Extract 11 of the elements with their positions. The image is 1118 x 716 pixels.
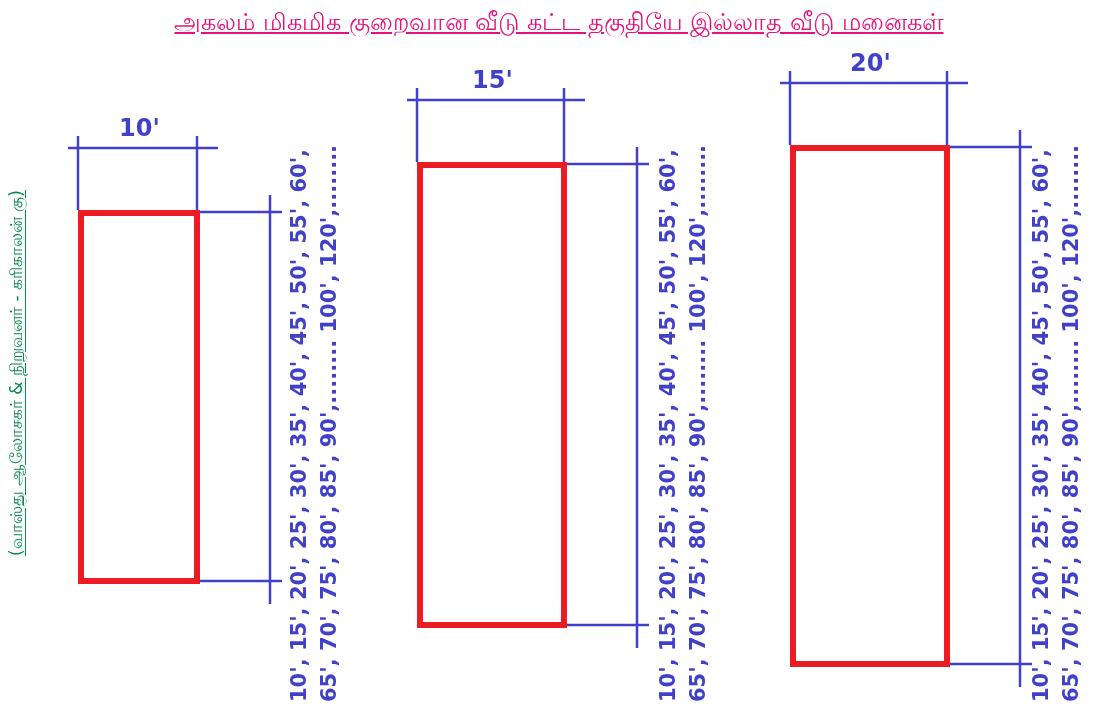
credit-note: (வாஸ்து ஆலோசகர் & நிறுவனர் - கரிகாலன் கு) [6,189,26,556]
plot-rectangle [790,145,950,667]
dimension-label: 10', 15', 20', 25', 30', 35', 40', 45', 50', 55', 60', 65', 70', 75', 80', 85', 90',........ 100', 120',........ [286,143,342,702]
dimension-label: 20' [850,49,891,77]
title: அகலம் மிகமிக குறைவான வீடு கட்ட தகுதியே இல்லாத வீடு மனைகள் [173,8,945,39]
plot-rectangle [78,210,200,584]
dimension-label: 10', 15', 20', 25', 30', 35', 40', 45', 50', 55', 60', 65', 70', 75', 80', 85', 90',........ 100', 120',........ [655,143,711,702]
dimension-label: 15' [472,66,513,94]
dimension-label: 10', 15', 20', 25', 30', 35', 40', 45', 50', 55', 60', 65', 70', 75', 80', 85', 90',........ 100', 120',........ [1028,143,1084,702]
plot-rectangle [417,162,567,628]
dimension-label: 10' [119,114,160,142]
